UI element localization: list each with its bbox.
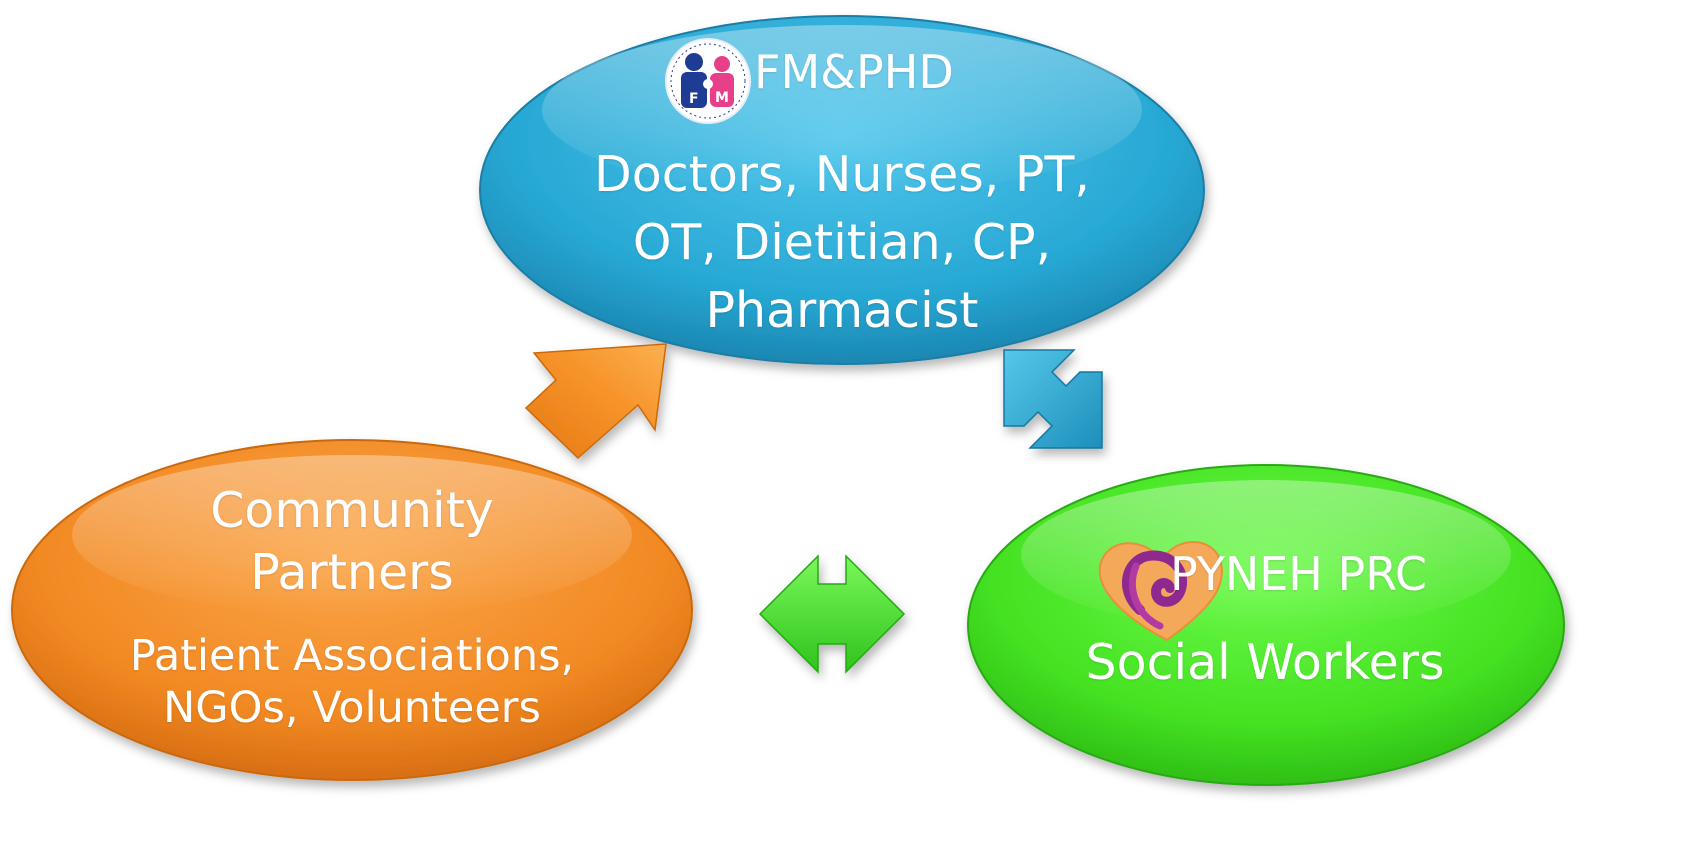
fm-prc-arrow — [1003, 349, 1103, 449]
logo-letter-f: F — [689, 91, 699, 107]
community-node — [11, 439, 693, 781]
community-to-fm-arrow — [524, 343, 667, 460]
community-prc-arrow — [758, 554, 906, 674]
fm-line-3: Pharmacist — [705, 282, 979, 339]
family-medicine-logo-icon: F M — [665, 38, 751, 124]
community-ellipse-gloss — [72, 455, 632, 615]
prc-title: PYNEH PRC — [1170, 547, 1428, 601]
prc-node — [967, 464, 1565, 786]
logo-letter-m: M — [715, 90, 729, 106]
community-sub-line-1: Patient Associations, — [129, 631, 575, 681]
community-sub-line-2: NGOs, Volunteers — [163, 683, 541, 733]
fm-line-2: OT, Dietitian, CP, — [632, 214, 1052, 271]
fm-line-1: Doctors, Nurses, PT, — [594, 146, 1090, 203]
community-title-line-2: Partners — [250, 544, 454, 601]
heart-swirl-logo-icon — [1098, 541, 1223, 642]
prc-line-1: Social Workers — [1085, 634, 1445, 691]
community-title-line-1: Community — [210, 482, 494, 539]
fm-node — [479, 15, 1205, 365]
fm-title: FM&PHD — [754, 45, 954, 99]
